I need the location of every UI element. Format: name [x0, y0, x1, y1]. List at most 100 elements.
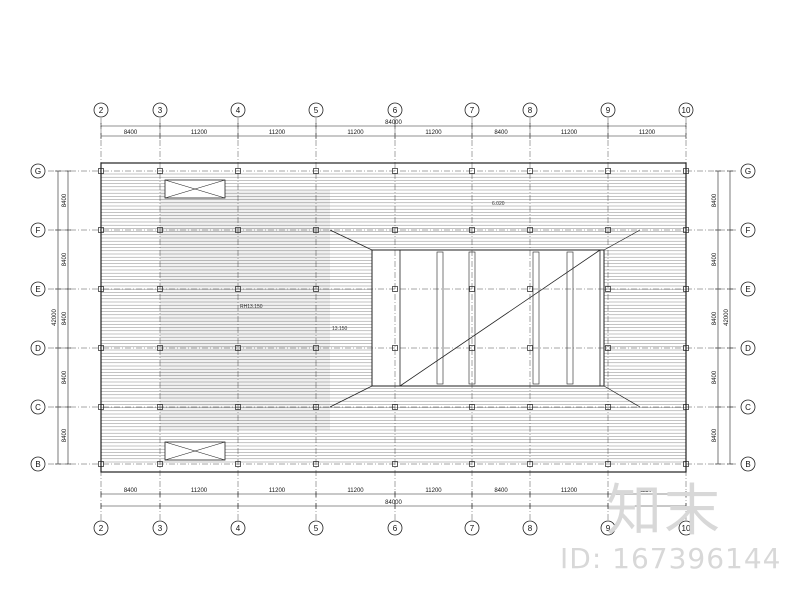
axis-bubble-bottom-label: 4 — [236, 524, 241, 533]
axis-bubble-bottom-circle — [387, 520, 403, 536]
axis-bubble-right-label: E — [745, 285, 750, 294]
row-spacing-label-right: 8400 — [712, 193, 718, 207]
axis-bubble-bottom-label: 6 — [393, 524, 398, 533]
elevation-label-rh: RH13.150 — [240, 304, 263, 310]
axis-bubble-bottom-circle — [308, 520, 324, 536]
axis-bubble-right-label: C — [745, 403, 751, 412]
row-spacing-label-left: 8400 — [62, 311, 68, 325]
plan-annotations: RH13.150 13.150 6.020 — [240, 201, 505, 332]
row-spacing-label-left: 8400 — [62, 370, 68, 384]
column-spacing-label-top: 8400 — [124, 130, 138, 136]
elevation-label-ridge: 6.020 — [492, 201, 505, 207]
axis-bubble-top-circle — [464, 102, 480, 118]
axis-bubble-top-circle — [308, 102, 324, 118]
axis-bubble-left-label: C — [35, 403, 41, 412]
column-spacing-label-top: 11200 — [269, 130, 286, 136]
total-height-label-left: 42000 — [52, 308, 58, 325]
axis-bubble-top-label: 5 — [314, 106, 319, 115]
axis-bubble-bottom-label: 7 — [470, 524, 475, 533]
column-spacing-label-top: 11200 — [561, 130, 578, 136]
dimension-lines: 8400 8400 11200 11200 11200 11200 11200 11200 11… — [52, 120, 733, 509]
roof-panel-zone — [160, 190, 330, 430]
axis-bubble-left-label: B — [35, 460, 40, 469]
column-spacing-label-bottom: 8400 — [124, 488, 138, 494]
axis-bubble-right-circle — [740, 340, 756, 356]
column-spacing-label-bottom: 11200 — [639, 488, 656, 494]
axis-bubble-left-circle — [30, 456, 46, 472]
axis-bubble-top-circle — [230, 102, 246, 118]
axis-bubble-bottom-circle — [678, 520, 694, 536]
roof-structure-outline — [98, 162, 689, 473]
axis-bubble-top-label: 6 — [393, 106, 398, 115]
hip-line — [329, 229, 373, 251]
axis-bubble-left-label: E — [35, 285, 40, 294]
row-spacing-label-right: 8400 — [712, 428, 718, 442]
axis-bubble-top-circle — [678, 102, 694, 118]
bracing-diagonal — [164, 441, 226, 461]
axis-bubble-top-label: 3 — [158, 106, 163, 115]
column-spacing-label-bottom: 11200 — [561, 488, 578, 494]
column-spacing-label-top: 11200 — [191, 130, 208, 136]
axis-bubble-left-label: G — [35, 167, 41, 176]
axis-bubble-bottom-circle — [464, 520, 480, 536]
total-width-label-bottom: 84000 — [385, 500, 402, 506]
axis-bubble-bottom-circle — [230, 520, 246, 536]
axis-bubble-right-label: D — [745, 344, 751, 353]
axis-bubble-top-circle — [152, 102, 168, 118]
total-height-label-right: 42000 — [724, 308, 730, 325]
courtyard-opening — [371, 249, 605, 387]
axis-bubble-right-label: B — [745, 460, 750, 469]
axis-bubble-right-circle — [740, 281, 756, 297]
axis-bubble-left-circle — [30, 222, 46, 238]
axis-bubble-top-label: 8 — [528, 106, 533, 115]
column-spacing-label-bottom: 8400 — [494, 488, 508, 494]
axis-bubble-left-circle — [30, 281, 46, 297]
courtyard-diagonal — [399, 249, 601, 387]
structural-grid — [48, 118, 738, 520]
courtyard-beam — [566, 251, 574, 385]
axis-bubble-top-label: 9 — [606, 106, 611, 115]
axis-bubble-bottom-circle — [93, 520, 109, 536]
courtyard-beam — [532, 251, 540, 385]
total-width-label-top: 84000 — [385, 120, 402, 126]
column-spacing-label-bottom: 11200 — [347, 488, 364, 494]
row-spacing-label-left: 8400 — [62, 193, 68, 207]
axis-bubble-bottom-label: 10 — [682, 524, 691, 533]
axis-bubble-top-label: 7 — [470, 106, 475, 115]
column-spacing-label-top: 11200 — [425, 130, 442, 136]
axis-bubble-top-circle — [387, 102, 403, 118]
axis-bubble-bottom-circle — [522, 520, 538, 536]
column-spacing-label-top: 11200 — [347, 130, 364, 136]
hip-line — [603, 385, 641, 408]
row-spacing-label-right: 8400 — [712, 311, 718, 325]
axis-bubble-top-circle — [522, 102, 538, 118]
column-spacing-label-top: 11200 — [639, 130, 656, 136]
axis-bubble-top-circle — [600, 102, 616, 118]
axis-bubble-top-circle — [93, 102, 109, 118]
bracing-diagonal — [164, 179, 226, 199]
axis-bubble-bottom-label: 2 — [99, 524, 104, 533]
axis-bubble-right-label: F — [746, 226, 751, 235]
axis-bubble-bottom-label: 9 — [606, 524, 611, 533]
axis-bubble-bottom-circle — [600, 520, 616, 536]
watermark-logo: 知末 — [606, 479, 722, 544]
axis-bubble-right-label: G — [745, 167, 751, 176]
row-spacing-label-right: 8400 — [712, 370, 718, 384]
axis-bubble-right-circle — [740, 456, 756, 472]
axis-bubble-right-circle — [740, 399, 756, 415]
axis-bubble-right-circle — [740, 163, 756, 179]
hip-line — [329, 385, 373, 408]
elevation-label-main: 13.150 — [332, 326, 348, 332]
row-spacing-label-left: 8400 — [62, 428, 68, 442]
axis-bubble-left-label: F — [36, 226, 41, 235]
axis-bubble-left-circle — [30, 163, 46, 179]
axis-bubble-left-circle — [30, 340, 46, 356]
watermark-id: ID: 167396144 — [560, 542, 782, 575]
courtyard-beam — [436, 251, 444, 385]
row-spacing-label-left: 8400 — [62, 252, 68, 266]
axis-bubble-bottom-label: 5 — [314, 524, 319, 533]
axis-bubble-top-label: 4 — [236, 106, 241, 115]
axis-bubble-bottom-label: 3 — [158, 524, 163, 533]
